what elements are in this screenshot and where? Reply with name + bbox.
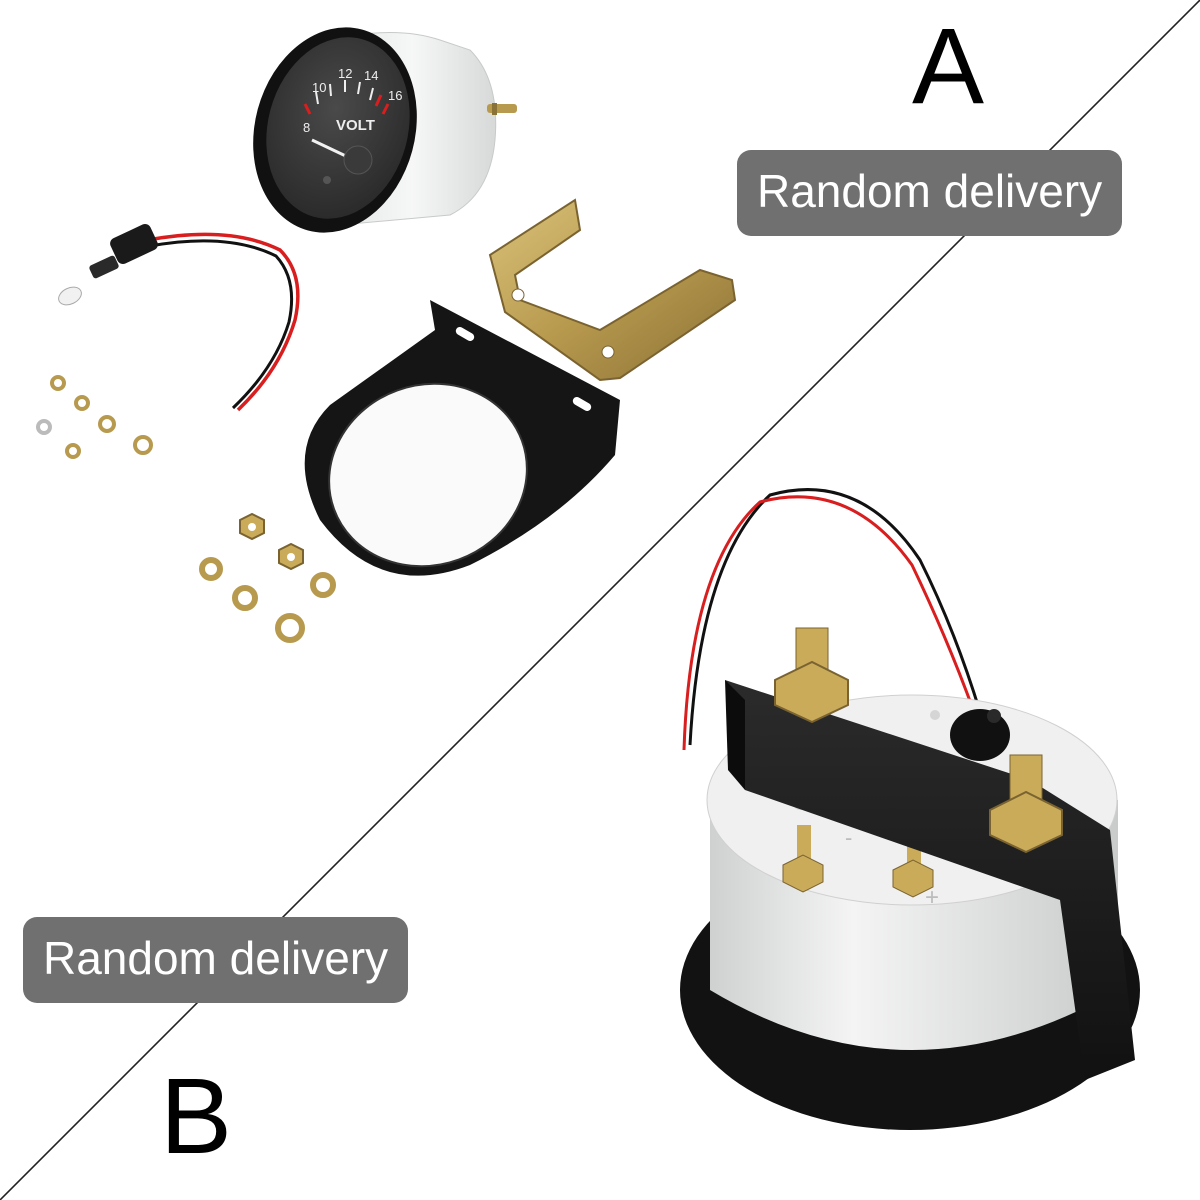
option-a-tag: Random delivery <box>737 150 1123 236</box>
option-b-letter: B <box>160 1055 233 1176</box>
bulb-wire <box>58 223 300 412</box>
scale-label-14: 14 <box>364 68 378 83</box>
small-washers <box>36 375 153 459</box>
gauge-a: 8 10 12 14 16 VOLT <box>253 27 517 233</box>
nuts-and-washers <box>199 512 336 643</box>
scale-label-10: 10 <box>312 80 326 95</box>
mounting-plate <box>304 300 620 576</box>
option-a-letter: A <box>912 5 985 126</box>
terminal-mark-plus: + <box>925 884 939 911</box>
large-terminal-studs <box>774 627 1063 854</box>
option-b-tag: Random delivery <box>23 917 409 1003</box>
scale-label-16: 16 <box>388 88 402 103</box>
scale-label-12: 12 <box>338 66 352 81</box>
u-bracket <box>488 198 737 382</box>
gauge-b: S - + <box>680 488 1140 1130</box>
gauge-title: VOLT <box>336 117 375 134</box>
scale-label-8: 8 <box>303 120 310 135</box>
terminal-mark-minus: - <box>845 825 852 850</box>
